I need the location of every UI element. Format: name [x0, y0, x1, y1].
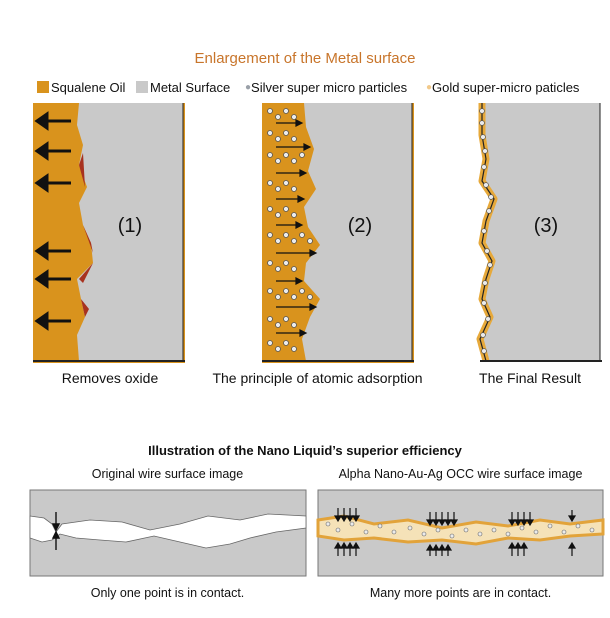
panel-1: [33, 103, 185, 363]
panel-3-particles: [479, 108, 494, 354]
silver-dot-icon: ●: [245, 82, 252, 93]
efficiency-title: Illustration of the Nano Liquid’s superi…: [148, 443, 462, 458]
panel-2: [262, 103, 414, 363]
legend-silver-label: Silver super micro particles: [251, 80, 408, 95]
panel-2-label: (2): [347, 215, 373, 237]
gold-dot-icon: ●: [426, 82, 433, 93]
legend-silver: ●Silver super micro particles: [245, 80, 407, 95]
panel-2-particles: [267, 108, 313, 352]
right-particles: [325, 521, 595, 539]
original-wire-image: [29, 489, 307, 577]
panel-2-caption: The principle of atomic adsorption: [212, 370, 423, 386]
legend-oil: Squalene Oil: [37, 80, 125, 95]
right-caption: Many more points are in contact.: [369, 586, 552, 600]
panel-3-label: (3): [533, 215, 559, 237]
oil-swatch: [37, 81, 49, 93]
metal-swatch: [136, 81, 148, 93]
right-heading: Alpha Nano-Au-Ag OCC wire surface image: [338, 467, 583, 481]
panel-1-arrows: [34, 111, 71, 331]
panel-3-surface-line: [479, 103, 495, 362]
diagram-title: Enlargement of the Metal surface: [194, 50, 416, 67]
panel-1-caption: Removes oxide: [61, 370, 159, 386]
nano-wire-image: [316, 489, 605, 577]
panel-1-oxide: [79, 153, 93, 317]
panel-1-metal: [77, 103, 183, 361]
panel-3-metal: [480, 103, 600, 361]
right-contact-arrows: [333, 508, 577, 556]
legend-gold: ●Gold super-micro paticles: [426, 80, 579, 95]
left-caption: Only one point is in contact.: [90, 586, 245, 600]
legend-metal: Metal Surface: [136, 80, 230, 95]
panel-2-arrows: [276, 119, 318, 337]
left-gap: [29, 513, 307, 549]
panel-3-caption: The Final Result: [479, 370, 581, 386]
legend-oil-label: Squalene Oil: [51, 80, 126, 95]
panel-1-label: (1): [117, 215, 143, 237]
panel-2-metal: [302, 103, 412, 361]
left-heading: Original wire surface image: [91, 467, 244, 481]
legend-gold-label: Gold super-micro paticles: [432, 80, 580, 95]
legend-metal-label: Metal Surface: [150, 80, 231, 95]
contact-arrows: [51, 512, 61, 550]
panel-3: [470, 103, 602, 363]
